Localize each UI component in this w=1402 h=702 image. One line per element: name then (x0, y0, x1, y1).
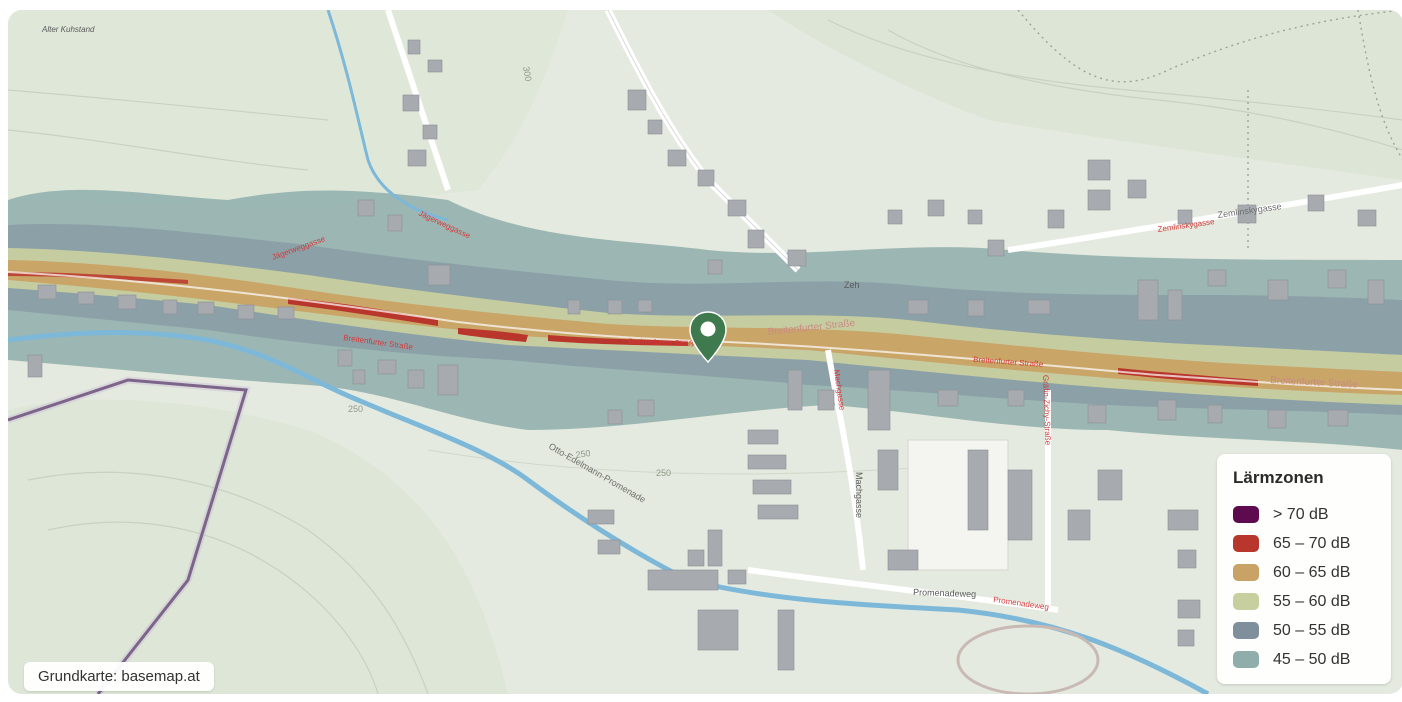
map-container[interactable]: Alter Kuhstand 300 Breitenfurter Straße … (8, 10, 1402, 694)
legend-label: 45 – 50 dB (1273, 650, 1351, 668)
legend-swatch (1233, 622, 1259, 639)
district-boundary-halo (8, 376, 251, 694)
street-label: Gräfin-Zichy-Straße (1041, 375, 1052, 446)
contour-label: 250 (656, 468, 671, 478)
noise-zone-65-70 (548, 335, 688, 346)
legend-swatch (1233, 651, 1259, 668)
hill-shade (8, 10, 568, 210)
legend-item: > 70 dB (1233, 500, 1375, 529)
contour-line (8, 89, 329, 121)
trail (1017, 10, 1402, 83)
contour-line (47, 521, 379, 694)
stream (326, 10, 449, 222)
legend-swatch (1233, 506, 1259, 523)
legend-label: 50 – 55 dB (1273, 621, 1351, 639)
place-label: Alter Kuhstand (41, 25, 95, 34)
noise-zone-65-70 (458, 328, 528, 342)
contour-label: 300 (521, 66, 533, 83)
district-boundary (8, 378, 248, 694)
side-road (825, 349, 866, 571)
buildings (27, 39, 1385, 671)
street-label: Breitenfurter Straße (628, 337, 699, 348)
legend-swatch (1233, 593, 1259, 610)
legend-label: 55 – 60 dB (1273, 592, 1351, 610)
open-area (907, 439, 1009, 571)
street-label: Breitenfurter Straße (1270, 375, 1359, 391)
street-label: Machgasse (854, 472, 864, 518)
noise-legend: Lärmzonen > 70 dB 65 – 70 dB 60 – 65 dB 55 … (1217, 454, 1391, 684)
noise-zone-65-70 (288, 298, 438, 326)
trail (1357, 10, 1402, 160)
contour-label: 250 (348, 404, 363, 414)
contour-line (887, 29, 1402, 151)
river (8, 330, 1210, 694)
contour-label: 250 (575, 448, 591, 460)
legend-item: 65 – 70 dB (1233, 529, 1375, 558)
legend-title: Lärmzonen (1233, 468, 1324, 487)
legend-label: 60 – 65 dB (1273, 563, 1351, 581)
contour-line (827, 19, 1402, 121)
side-road (747, 567, 1059, 613)
hill-shade (768, 10, 1402, 180)
legend-label: > 70 dB (1273, 505, 1329, 523)
contour-line (27, 471, 429, 694)
legend-item: 45 – 50 dB (1233, 645, 1375, 674)
contour-line (8, 129, 309, 171)
sports-track (956, 624, 1100, 694)
street-label: Promenadeweg (913, 587, 976, 599)
legend-item: 50 – 55 dB (1233, 616, 1375, 645)
legend-swatch (1233, 535, 1259, 552)
legend-label: 65 – 70 dB (1273, 534, 1351, 552)
legend-item: 55 – 60 dB (1233, 587, 1375, 616)
legend-item: 60 – 65 dB (1233, 558, 1375, 587)
street-label: Zeh (844, 280, 860, 290)
location-marker-icon[interactable] (688, 310, 728, 366)
map-attribution: Grundkarte: basemap.at (24, 662, 214, 691)
main-road (8, 271, 1402, 391)
legend-swatch (1233, 564, 1259, 581)
